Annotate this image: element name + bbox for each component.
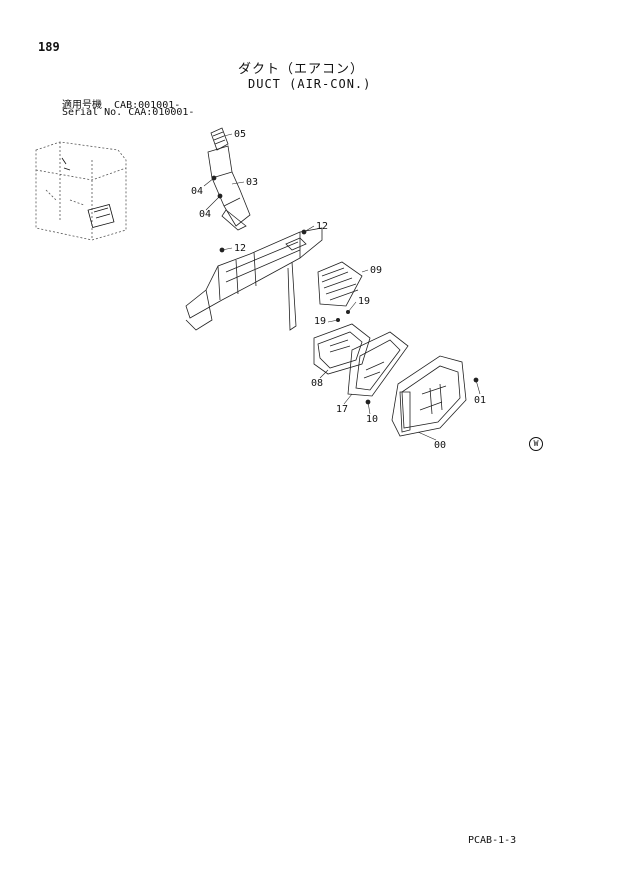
callout-12-right: 12 bbox=[316, 221, 329, 232]
callout-10: 10 bbox=[366, 414, 379, 425]
callout-05: 05 bbox=[234, 129, 247, 140]
callout-01: 01 bbox=[474, 395, 487, 406]
callout-04-upper: 04 bbox=[191, 186, 204, 197]
callout-04-lower: 04 bbox=[199, 209, 212, 220]
main-duct-body bbox=[185, 227, 323, 331]
callout-09: 09 bbox=[370, 265, 383, 276]
callout-12-left: 12 bbox=[234, 243, 247, 254]
part-09-filter bbox=[317, 261, 363, 307]
callout-19-lower: 19 bbox=[314, 316, 327, 327]
callout-08: 08 bbox=[311, 378, 324, 389]
part-03-duct bbox=[207, 145, 251, 231]
callout-19-upper: 19 bbox=[358, 296, 371, 307]
cab-location-sketch bbox=[35, 141, 127, 241]
cab-location-highlight bbox=[61, 157, 115, 229]
callout-03: 03 bbox=[246, 177, 259, 188]
part-05-louver bbox=[210, 127, 229, 151]
leader-lines bbox=[203, 133, 481, 441]
callout-17: 17 bbox=[336, 404, 349, 415]
bolt-hardware bbox=[211, 175, 479, 405]
document-code: PCAB-1-3 bbox=[468, 835, 517, 846]
w-mark-icon: W bbox=[529, 437, 543, 451]
part-08-housing bbox=[313, 323, 371, 375]
callout-00: 00 bbox=[434, 440, 447, 451]
part-17-gasket bbox=[347, 331, 409, 397]
applicable-serial-japanese: 適用号機 CAB:001001- bbox=[62, 100, 181, 111]
page-number: 189 bbox=[38, 40, 60, 54]
part-00-cover bbox=[391, 355, 467, 437]
applicable-serial-english: Serial No. CAA:010001- bbox=[62, 107, 195, 118]
page-title-english: DUCT (AIR-CON.) bbox=[248, 77, 372, 91]
page-title-japanese: ダクト（エアコン） bbox=[238, 62, 365, 77]
